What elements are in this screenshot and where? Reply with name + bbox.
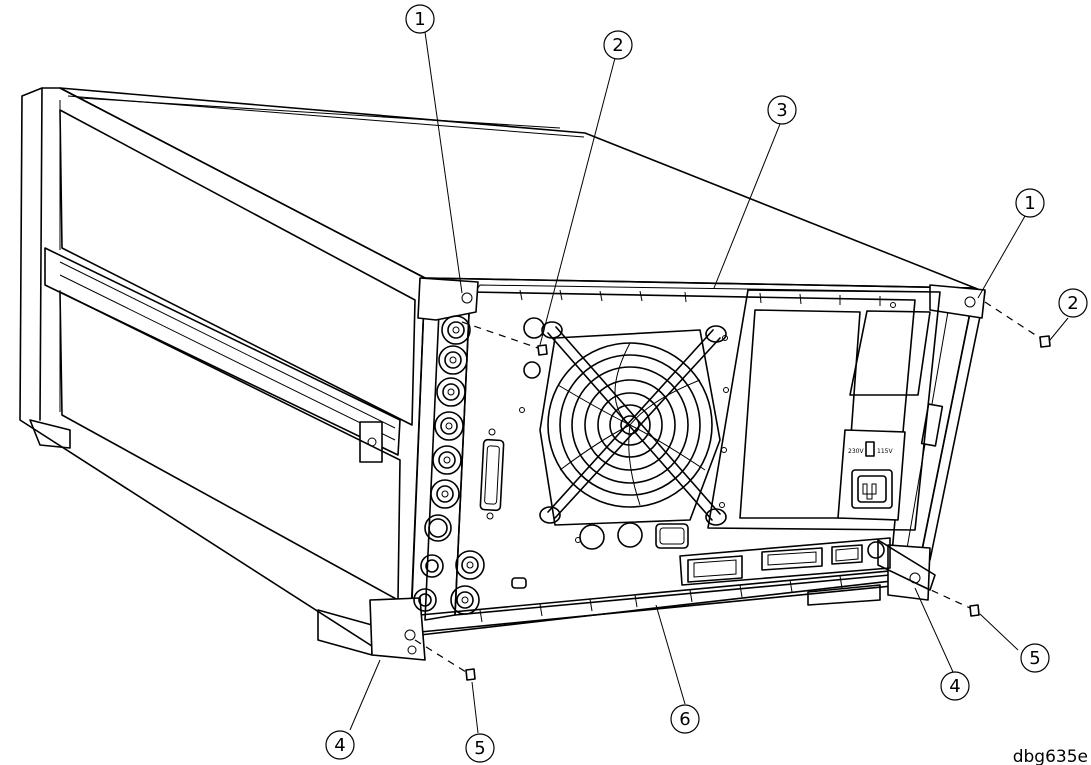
callout-leaders [349, 31, 1069, 734]
callout-bubbles: 1 2 3 1 2 5 4 6 [325, 4, 1088, 763]
bnc-connector-column [413, 315, 485, 615]
gpib-connector [687, 555, 743, 583]
callout-2a: 2 [603, 30, 633, 60]
callout-5b: 5 [1020, 643, 1050, 673]
bnc-connector [438, 345, 468, 375]
panel-holes [511, 317, 729, 589]
screw [969, 604, 980, 617]
serial-port-connector [831, 544, 863, 565]
callout-6: 6 [670, 704, 700, 734]
callout-1b: 1 [1015, 188, 1045, 218]
bnc-connector [430, 479, 460, 509]
callout-2b: 2 [1058, 288, 1088, 318]
svg-text:1: 1 [414, 9, 425, 30]
bnc-connector [436, 377, 466, 407]
bnc-connector [434, 411, 464, 441]
instrument-cabinet [19, 87, 986, 656]
round-plug [413, 588, 437, 612]
screw [537, 344, 548, 356]
top-rail-notches [519, 289, 881, 306]
screw [1039, 335, 1051, 348]
svg-text:4: 4 [949, 676, 960, 697]
svg-text:3: 3 [776, 100, 787, 121]
svg-text:2: 2 [1067, 293, 1078, 314]
callout-4b: 4 [940, 671, 970, 701]
voltage-switch-right-label: 115V [877, 448, 893, 455]
assembly-lines [414, 301, 1041, 673]
dsub-25-connector [479, 428, 505, 520]
bnc-connector [455, 550, 485, 580]
svg-text:1: 1 [1024, 193, 1035, 214]
cooling-fan [539, 321, 727, 526]
bnc-connector [450, 585, 480, 615]
callout-3: 3 [767, 95, 797, 125]
svg-text:5: 5 [474, 738, 485, 759]
bnc-connector [432, 445, 462, 475]
power-line-module: 230V 115V [837, 429, 906, 521]
figure-reference-code: dbg635e [1013, 747, 1088, 765]
voltage-switch-left-label: 230V [848, 448, 864, 455]
round-plug [424, 514, 452, 542]
svg-text:5: 5 [1029, 648, 1040, 669]
vga-connector [655, 523, 689, 549]
bottom-connector-strip [679, 537, 891, 586]
callout-5a: 5 [465, 733, 495, 763]
screw [465, 668, 476, 681]
round-plug [420, 554, 444, 578]
rear-panel [369, 277, 986, 661]
callout-4a: 4 [325, 730, 355, 760]
bnc-connector [441, 315, 471, 345]
callout-1a: 1 [405, 4, 435, 34]
svg-text:4: 4 [334, 735, 345, 756]
svg-text:6: 6 [679, 709, 690, 730]
parallel-port-connector [761, 547, 823, 571]
bottom-rail-notches [479, 575, 843, 623]
svg-text:2: 2 [612, 35, 623, 56]
